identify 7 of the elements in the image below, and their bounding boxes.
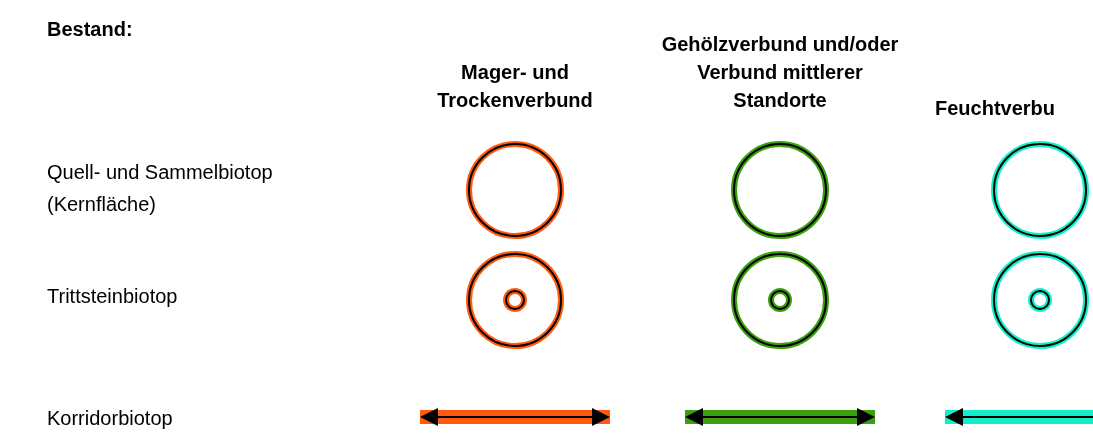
column-heading: Mager- und Trockenverbund (436, 60, 594, 113)
column-heading: Feuchtverbu (935, 96, 1057, 121)
row-label: Korridorbiotop (47, 406, 174, 431)
column-heading: Gehölzverbund und/oder Verbund mittlerer Standorte (660, 32, 900, 113)
row-label: Trittsteinbiotop (47, 284, 179, 309)
section-heading: Bestand: (47, 17, 133, 42)
row-label: Quell- und Sammelbiotop (Kernfläche) (47, 160, 274, 217)
